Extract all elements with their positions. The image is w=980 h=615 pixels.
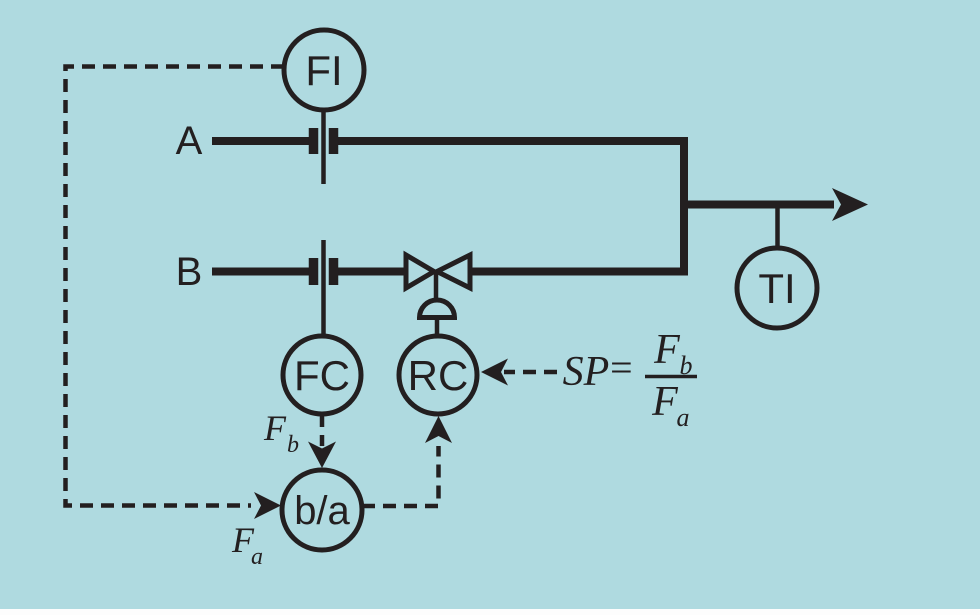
ratio-block-bubble xyxy=(279,467,365,553)
stream-b-label: B xyxy=(176,250,203,294)
stream-a-label: A xyxy=(176,119,203,163)
control-valve-right-triangle xyxy=(431,250,473,293)
setpoint-equals: = xyxy=(608,345,635,390)
product-arrowhead xyxy=(832,188,868,221)
fa-label-subscript: a xyxy=(251,544,263,570)
flow-indicator-label: FI xyxy=(305,47,342,94)
setpoint-denominator-symbol: F xyxy=(651,379,678,425)
fa-label-symbol: F xyxy=(231,520,255,560)
fa-signal-dashed-line xyxy=(63,64,284,508)
sp-arrowhead xyxy=(481,358,508,386)
footer-strip xyxy=(0,609,980,615)
flow-controller-label: FC xyxy=(294,352,350,399)
ratio-block-label: b/a xyxy=(294,489,350,533)
setpoint-numerator-subscript: b xyxy=(680,351,693,380)
valve-actuator-diaphragm xyxy=(416,297,458,320)
ratio-controller-bubble xyxy=(396,333,480,417)
fb-signal-arrowhead xyxy=(308,441,336,468)
setpoint-denominator-subscript: a xyxy=(677,403,690,432)
temperature-indicator-label: TI xyxy=(758,265,795,312)
ratio-to-rc-arrowhead xyxy=(425,416,452,443)
flow-indicator-bubble xyxy=(281,27,367,113)
control-valve-left-triangle xyxy=(403,250,439,293)
flow-controller-bubble xyxy=(280,333,364,417)
fb-label-subscript: b xyxy=(287,432,299,458)
ratio-to-rc-dashed-line xyxy=(362,446,441,509)
temperature-indicator-bubble xyxy=(734,245,820,331)
setpoint-numerator-symbol: F xyxy=(653,327,680,373)
fa-signal-arrowhead xyxy=(254,492,281,519)
ratio-controller-label: RC xyxy=(408,352,469,399)
setpoint-lhs: SP xyxy=(563,349,610,395)
fb-label-symbol: F xyxy=(263,408,287,448)
